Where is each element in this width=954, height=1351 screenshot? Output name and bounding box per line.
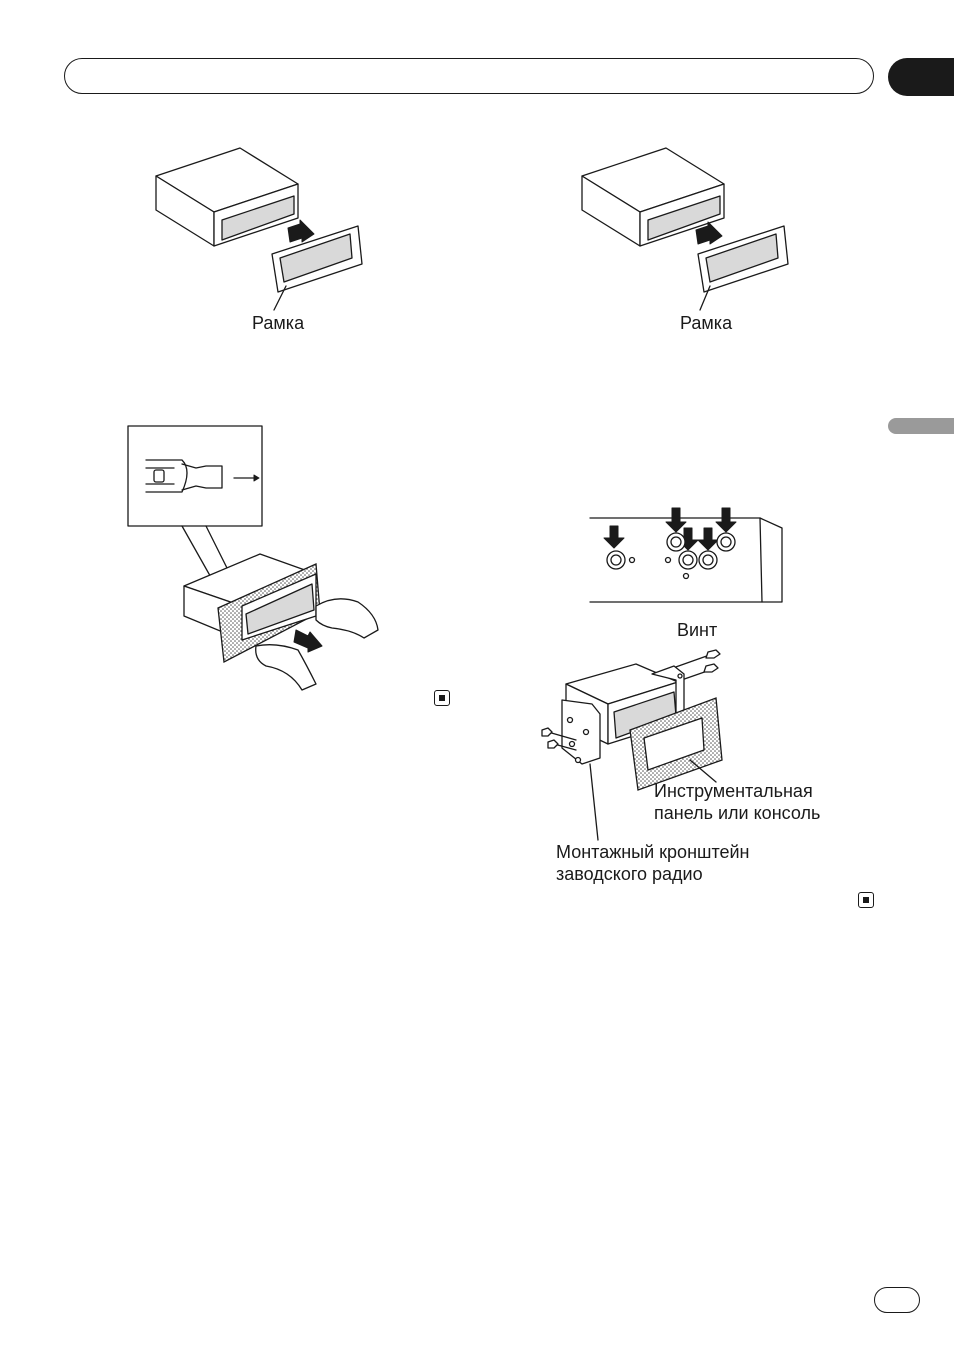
side-tab xyxy=(888,418,954,434)
end-mark-right xyxy=(858,892,874,908)
dashboard-label-line1: Инструментальная xyxy=(654,780,813,802)
rear-panel-illustration xyxy=(590,506,786,606)
bracket-label-line1: Монтажный кронштейн xyxy=(556,841,750,863)
end-mark-left xyxy=(434,690,450,706)
screw-label: Винт xyxy=(677,619,717,641)
frame-removal-illustration-left xyxy=(150,140,370,310)
page-number-oval xyxy=(874,1287,920,1313)
frame-label-right: Рамка xyxy=(680,312,732,334)
bracket-installation-illustration xyxy=(540,640,740,800)
section-tab xyxy=(888,58,954,96)
frame-label-left: Рамка xyxy=(252,312,304,334)
frame-removal-illustration-right xyxy=(576,140,796,310)
header-bar xyxy=(64,58,874,94)
key-removal-illustration xyxy=(126,424,396,690)
bracket-label-line2: заводского радио xyxy=(556,863,703,885)
dashboard-label-line2: панель или консоль xyxy=(654,802,820,824)
